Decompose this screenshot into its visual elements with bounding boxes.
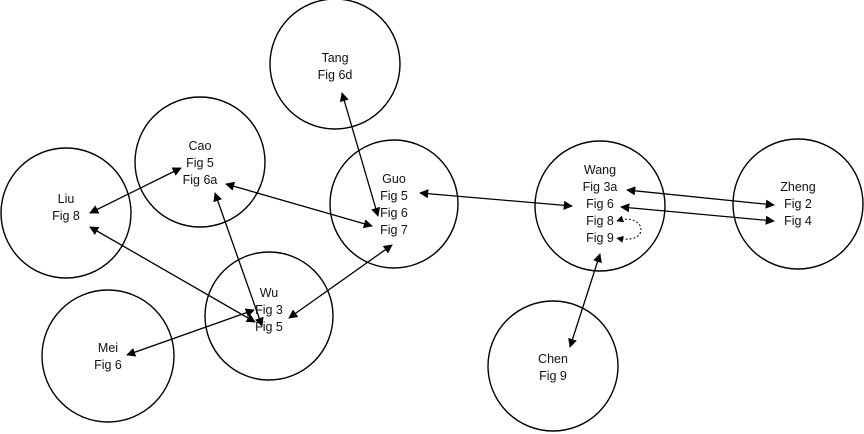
node-name-mei: Mei [98,341,118,355]
node-fig-zheng-0: Fig 2 [784,197,812,211]
node-name-tang: Tang [321,51,348,65]
node-fig-wu-1: Fig 5 [255,320,283,334]
node-fig-mei-0: Fig 6 [94,358,122,372]
node-fig-wang-2: Fig 8 [586,214,614,228]
node-fig-tang-0: Fig 6d [318,68,353,82]
node-fig-cao-1: Fig 6a [183,173,218,187]
edge-guo-wang [419,189,573,210]
node-circle-mei [41,289,175,423]
edge-wang-zheng [620,203,775,225]
node-fig-zheng-1: Fig 4 [784,214,812,228]
node-fig-wang-0: Fig 3a [583,180,618,194]
edge-wang-chen [568,253,602,348]
node-circle-chen [487,300,619,432]
edges-layer [89,92,775,357]
self-loop-wang [616,215,642,243]
node-fig-guo-2: Fig 7 [380,223,408,237]
node-fig-wang-3: Fig 9 [586,231,614,245]
node-fig-wang-1: Fig 6 [586,197,614,211]
edge-liu-wu [89,226,256,323]
node-fig-liu-0: Fig 8 [52,209,80,223]
edge-cao-guo [225,181,373,229]
node-fig-guo-1: Fig 6 [380,206,408,220]
edge-guo-wu [288,244,393,319]
node-name-liu: Liu [58,192,75,206]
node-name-guo: Guo [382,172,406,186]
edge-mei-wu [126,308,255,357]
edge-wang-zheng [626,186,775,209]
node-name-wu: Wu [260,286,279,300]
node-fig-cao-0: Fig 5 [186,156,214,170]
edge-cao-liu [89,167,182,214]
node-name-wang: Wang [584,163,616,177]
node-name-cao: Cao [189,139,212,153]
node-name-chen: Chen [538,352,568,366]
node-fig-wu-0: Fig 3 [255,303,283,317]
node-name-zheng: Zheng [780,180,815,194]
node-fig-guo-0: Fig 5 [380,189,408,203]
node-circle-guo [329,139,459,269]
node-fig-chen-0: Fig 9 [539,369,567,383]
